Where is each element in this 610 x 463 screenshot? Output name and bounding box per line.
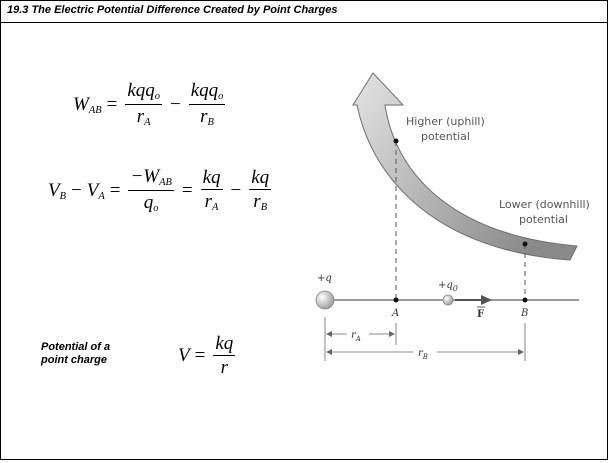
lower-potential-label-1: Lower (downhill) [499, 198, 590, 211]
rb-arrow-left [326, 349, 332, 355]
point-charge-equation: V = kq r [178, 333, 236, 378]
test-charge-sphere [442, 294, 454, 306]
minus-sign: − [230, 180, 242, 202]
point-b [522, 297, 528, 303]
work-symbol: WAB [73, 94, 102, 117]
point-a-label: A [391, 308, 399, 319]
work-term-2: kqqo rB [188, 80, 226, 129]
equals-sign: = [194, 344, 206, 366]
point-b-label: B [520, 308, 528, 319]
higher-potential-label-1: Higher (uphill) [406, 115, 485, 128]
source-charge-label: +q [317, 273, 332, 284]
potential-difference-equation: VB − VA = −WAB qo = kq rA − kq rB [48, 167, 274, 215]
potential-term-a: kq rA [200, 167, 223, 214]
equals-sign: = [109, 180, 121, 202]
work-term-1: kqqo rA [125, 80, 162, 129]
force-arrow-head [481, 295, 492, 305]
ra-arrow-right [389, 331, 395, 337]
minus-sign: − [169, 94, 181, 116]
work-over-charge-fraction: −WAB qo [128, 166, 174, 215]
higher-potential-label-2: potential [421, 130, 470, 143]
point-a [393, 297, 399, 303]
v-a-symbol: VA [86, 180, 105, 203]
minus-sign: − [71, 180, 82, 202]
hill-point-a [393, 138, 399, 144]
slide-title: 19.3 The Electric Potential Difference C… [7, 4, 338, 16]
point-charge-label: Potential of a point charge [41, 341, 111, 366]
hill-point-b [522, 241, 528, 247]
rb-arrow-right [518, 349, 524, 355]
slide-header: 19.3 The Electric Potential Difference C… [1, 1, 607, 23]
work-equation: WAB = kqqo rA − kqqo rB [73, 81, 228, 129]
potential-term-b: kq rB [249, 167, 272, 214]
test-charge-label: +q0 [438, 280, 458, 293]
lower-potential-label-2: potential [519, 213, 568, 226]
v-b-symbol: VB [48, 180, 66, 203]
ra-label: rA [351, 330, 361, 343]
point-charge-fraction: kq r [213, 333, 236, 378]
rb-label: rB [418, 348, 428, 361]
source-charge-sphere [315, 290, 335, 310]
force-label: F [477, 309, 484, 320]
potential-hill-arrow [352, 72, 578, 261]
equals-sign: = [106, 94, 118, 116]
ra-arrow-left [326, 331, 332, 337]
equals-sign: = [181, 180, 193, 202]
